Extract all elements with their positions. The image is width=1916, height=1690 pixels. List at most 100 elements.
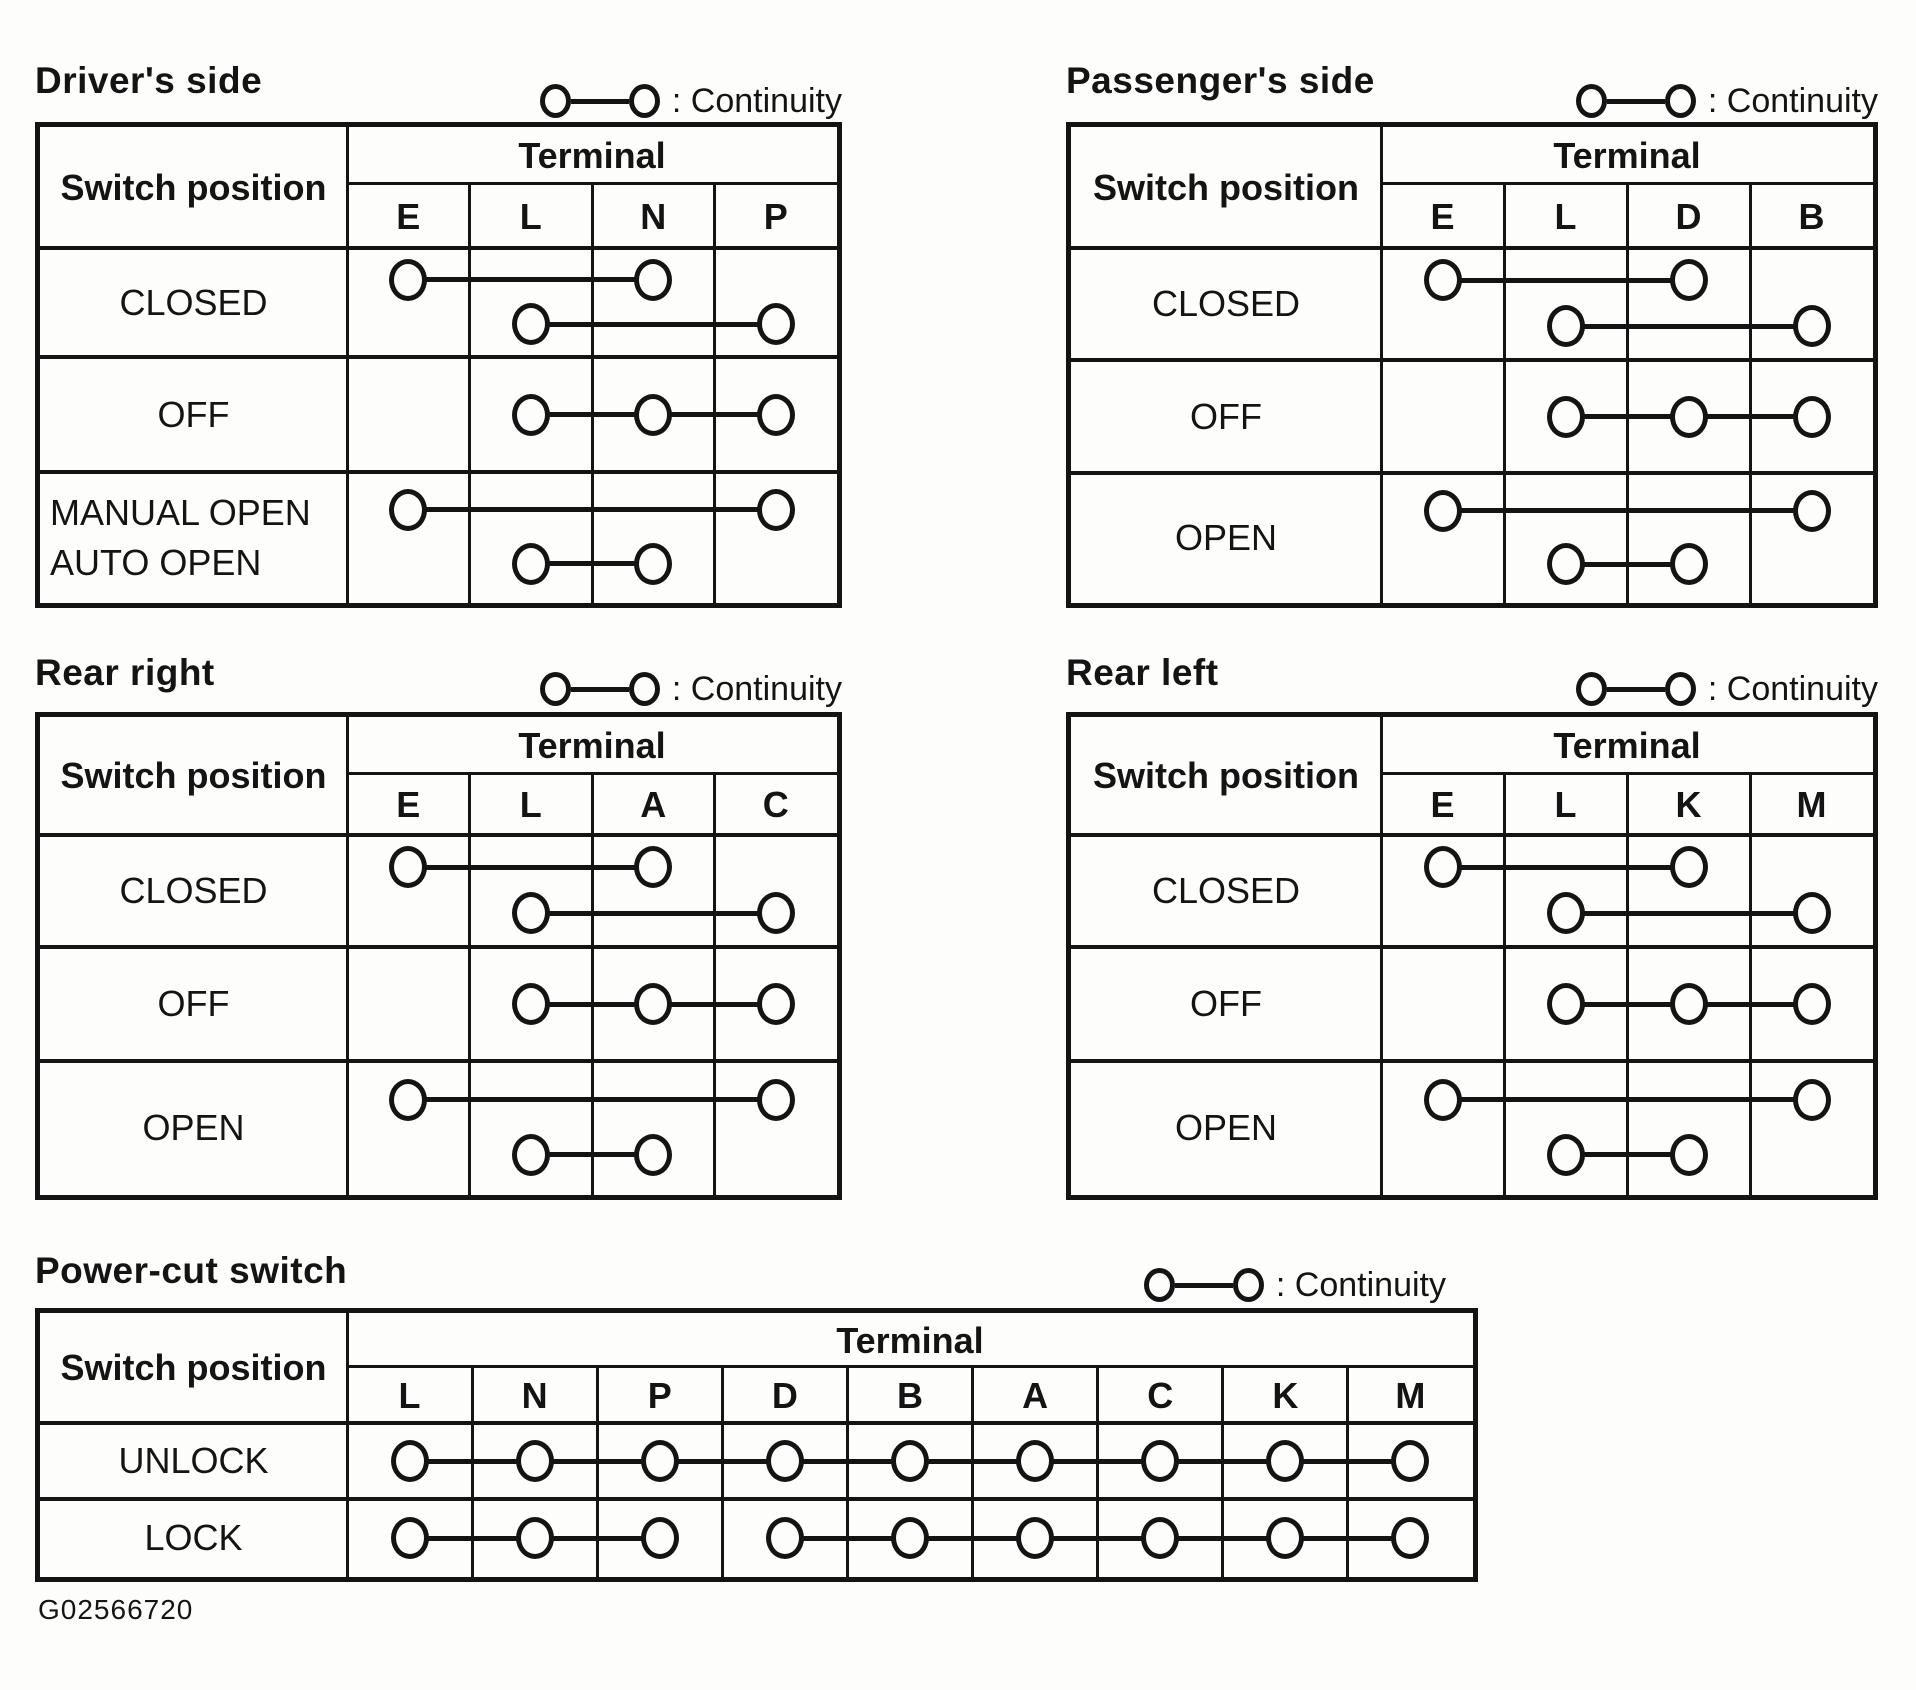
terminal-letter: L bbox=[1554, 195, 1577, 237]
terminal-letter: C bbox=[762, 784, 789, 825]
terminal-letter: M bbox=[1796, 784, 1827, 825]
switch-position-header: Switch position bbox=[60, 166, 327, 208]
grid-line-vertical bbox=[971, 1368, 975, 1577]
grid-line-vertical bbox=[1096, 1368, 1100, 1577]
terminal-letter: A bbox=[1022, 1374, 1049, 1416]
table-row: OFF bbox=[40, 947, 837, 1061]
continuity-circle-icon bbox=[765, 1517, 804, 1559]
continuity-circle-icon bbox=[1391, 1440, 1430, 1482]
grid-line-vertical bbox=[713, 775, 716, 1195]
continuity-circle-icon bbox=[634, 1133, 673, 1176]
terminal-letter: L bbox=[519, 195, 542, 237]
continuity-circle-icon bbox=[511, 983, 550, 1025]
switch-position-header: Switch position bbox=[60, 1347, 327, 1388]
continuity-circle-icon bbox=[765, 1440, 804, 1482]
figure-id: G02566720 bbox=[38, 1594, 194, 1625]
grid-line-vertical bbox=[713, 185, 716, 603]
continuity-line bbox=[1565, 323, 1812, 329]
continuity-line bbox=[408, 1097, 776, 1103]
terminal-letter: P bbox=[647, 1374, 672, 1416]
continuity-circle-icon bbox=[511, 1133, 550, 1176]
legend-label: : Continuity bbox=[671, 669, 842, 708]
terminal-letter: B bbox=[1798, 195, 1825, 237]
grid-line-vertical bbox=[1221, 1368, 1225, 1577]
continuity-circle-icon bbox=[389, 1078, 428, 1121]
continuity-circle-icon bbox=[634, 258, 673, 301]
grid-line-horizontal bbox=[347, 182, 837, 185]
continuity-circle-icon bbox=[1423, 846, 1462, 889]
table-row: CLOSED bbox=[40, 248, 837, 357]
continuity-legend: : Continuity bbox=[1575, 670, 1878, 708]
grid-line-vertical bbox=[1379, 717, 1383, 1195]
terminal-letter: E bbox=[1430, 784, 1455, 825]
row-label: OFF bbox=[1190, 395, 1262, 437]
grid-line-horizontal bbox=[40, 470, 837, 474]
grid-line-vertical bbox=[345, 127, 349, 603]
legend-circle-icon bbox=[1575, 672, 1607, 706]
continuity-circle-icon bbox=[1423, 1078, 1462, 1121]
legend-line-icon bbox=[570, 686, 629, 692]
grid-line-vertical bbox=[1346, 1368, 1350, 1577]
terminal-letter: N bbox=[640, 195, 667, 237]
terminal-letter: L bbox=[1554, 784, 1577, 825]
legend-circle-icon bbox=[1143, 1268, 1175, 1302]
grid-line-vertical bbox=[1502, 185, 1506, 603]
continuity-circle-icon bbox=[634, 846, 673, 889]
continuity-circle-icon bbox=[756, 393, 795, 436]
continuity-circle-icon bbox=[640, 1517, 679, 1559]
continuity-line bbox=[408, 864, 654, 870]
continuity-circle-icon bbox=[1546, 1133, 1585, 1176]
continuity-circle-icon bbox=[1423, 489, 1462, 532]
table-row: OFF bbox=[1071, 947, 1873, 1061]
row-label: OFF bbox=[157, 983, 230, 1024]
continuity-circle-icon bbox=[1546, 395, 1585, 438]
legend-line-icon bbox=[1606, 686, 1665, 692]
terminal-letter: E bbox=[1430, 195, 1455, 237]
grid-line-vertical bbox=[595, 1368, 599, 1577]
row-label: OFF bbox=[1190, 983, 1262, 1024]
continuity-line bbox=[1565, 1152, 1689, 1158]
continuity-circle-icon bbox=[640, 1440, 679, 1482]
terminal-letter: E bbox=[396, 784, 421, 825]
legend-label: : Continuity bbox=[671, 81, 842, 120]
continuity-circle-icon bbox=[1391, 1517, 1430, 1559]
terminal-letter: L bbox=[519, 784, 542, 825]
grid-line-vertical bbox=[1748, 775, 1752, 1195]
terminal-letter: A bbox=[640, 784, 667, 825]
continuity-circle-icon bbox=[1669, 1133, 1708, 1176]
grid-line-horizontal bbox=[40, 1497, 1473, 1501]
grid-line-vertical bbox=[1625, 775, 1629, 1195]
legend-line-icon bbox=[1606, 98, 1665, 104]
continuity-line bbox=[1442, 508, 1812, 514]
continuity-line bbox=[530, 561, 654, 567]
legend-line-icon bbox=[1174, 1282, 1233, 1288]
continuity-circle-icon bbox=[389, 846, 428, 889]
continuity-line bbox=[1442, 277, 1689, 283]
continuity-circle-icon bbox=[1016, 1440, 1055, 1482]
terminal-letter: B bbox=[896, 1374, 923, 1416]
continuity-circle-icon bbox=[390, 1440, 429, 1482]
grid-line-horizontal bbox=[1071, 833, 1873, 837]
grid-line-vertical bbox=[1502, 775, 1506, 1195]
continuity-circle-icon bbox=[891, 1440, 929, 1482]
grid-line-horizontal bbox=[40, 246, 837, 250]
terminal-header: Terminal bbox=[518, 135, 666, 176]
continuity-circle-icon bbox=[756, 488, 795, 531]
continuity-circle-icon bbox=[1423, 259, 1462, 302]
continuity-circle-icon bbox=[756, 1078, 795, 1121]
grid-line-horizontal bbox=[1071, 246, 1873, 250]
grid-line-vertical bbox=[1625, 185, 1629, 603]
continuity-line bbox=[784, 1535, 1411, 1541]
continuity-circle-icon bbox=[1546, 892, 1585, 935]
continuity-circle-icon bbox=[634, 393, 673, 436]
continuity-line bbox=[1565, 561, 1689, 567]
grid-line-vertical bbox=[1379, 127, 1383, 603]
table-title: Driver's side bbox=[35, 60, 263, 101]
terminal-letter: C bbox=[1147, 1374, 1174, 1416]
grid-line-vertical bbox=[720, 1368, 724, 1577]
grid-line-horizontal bbox=[40, 1421, 1473, 1425]
continuity-circle-icon bbox=[1792, 892, 1831, 935]
